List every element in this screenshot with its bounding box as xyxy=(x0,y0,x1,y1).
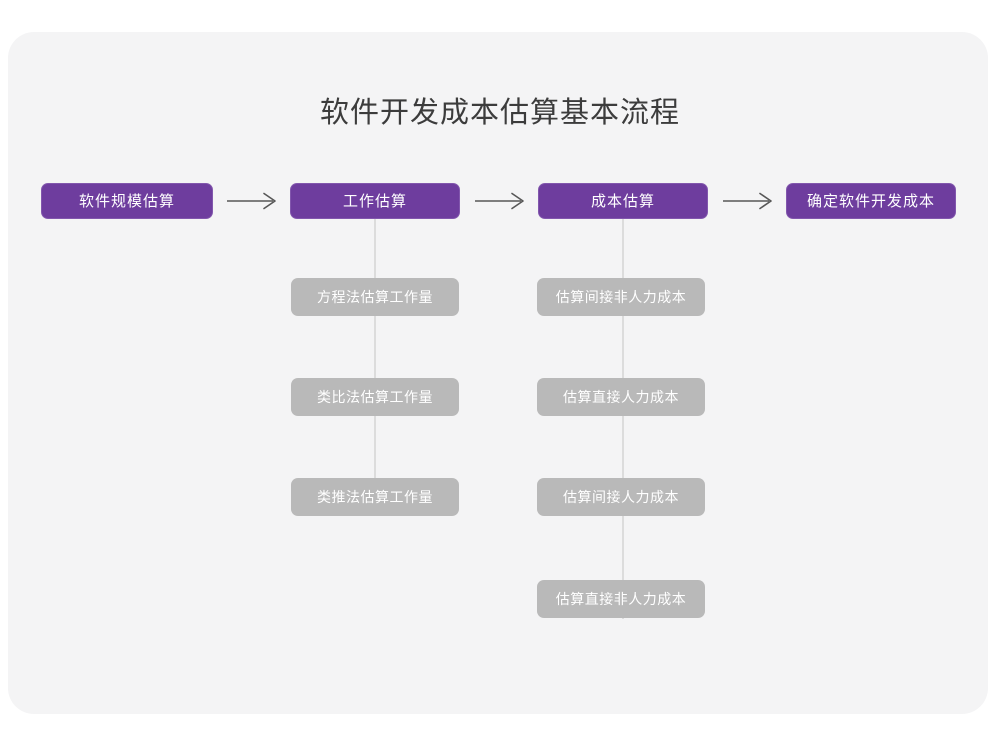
detail-box-indirect-nonlabor-cost[interactable]: 估算间接非人力成本 xyxy=(537,278,705,316)
arrow-right-icon-1 xyxy=(225,189,281,213)
detail-box-analogy-method-workload[interactable]: 类比法估算工作量 xyxy=(291,378,459,416)
stage-box-determine-development-cost[interactable]: 确定软件开发成本 xyxy=(786,183,956,219)
page-title: 软件开发成本估算基本流程 xyxy=(319,97,680,129)
stage-box-cost-estimation[interactable]: 成本估算 xyxy=(538,183,708,219)
detail-box-direct-nonlabor-cost[interactable]: 估算直接非人力成本 xyxy=(537,580,705,618)
arrow-right-icon-3 xyxy=(721,189,777,213)
detail-box-indirect-labor-cost[interactable]: 估算间接人力成本 xyxy=(537,478,705,516)
detail-box-extrapolation-method-workload[interactable]: 类推法估算工作量 xyxy=(291,478,459,516)
detail-box-direct-labor-cost[interactable]: 估算直接人力成本 xyxy=(537,378,705,416)
detail-box-equation-method-workload[interactable]: 方程法估算工作量 xyxy=(291,278,459,316)
branch-connector-line-work-estimation xyxy=(374,219,376,516)
content-card xyxy=(8,32,988,714)
stage-box-work-estimation[interactable]: 工作估算 xyxy=(290,183,460,219)
arrow-right-icon-2 xyxy=(473,189,529,213)
stage-box-software-scale-estimation[interactable]: 软件规模估算 xyxy=(41,183,213,219)
branch-connector-line-cost-estimation xyxy=(622,219,624,619)
